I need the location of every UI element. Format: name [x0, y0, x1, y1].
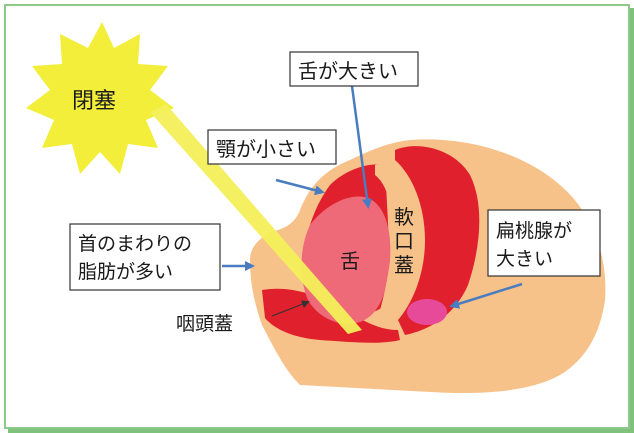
soft-palate-label-1: 軟 [394, 205, 414, 229]
large-tonsils-label-line2: 大きい [496, 248, 553, 270]
jaw-arrow [275, 178, 325, 196]
large-tongue-label: 舌が大きい [298, 59, 398, 83]
occlusion-sun [26, 22, 174, 174]
occlusion-label: 閉塞 [72, 89, 116, 114]
tonsil-shape [407, 299, 447, 325]
tongue-label: 舌 [340, 249, 360, 273]
soft-palate-label-2: 口 [394, 229, 414, 253]
large-tonsils-box [487, 209, 601, 277]
neck-fat-label-line1: 首のまわりの [78, 233, 192, 255]
tonsil-arrow [449, 282, 523, 309]
neck-fat-label-line2: 脂肪が多い [78, 261, 173, 283]
small-jaw-label: 顎が小さい [216, 137, 316, 161]
neck-fat-box [69, 223, 221, 291]
large-tongue-box [289, 51, 419, 87]
soft-palate-label-3: 蓋 [394, 253, 414, 277]
large-tonsils-label-line1: 扁桃腺が [496, 220, 572, 242]
occlusion-beam [150, 104, 362, 334]
soft-palate-shape [375, 163, 412, 328]
epiglottis-pointer [271, 300, 310, 317]
pharynx-region [395, 146, 480, 335]
tongue-arrow [350, 85, 373, 209]
small-jaw-box [207, 129, 337, 165]
epiglottis-label: 咽頭蓋 [176, 313, 233, 335]
